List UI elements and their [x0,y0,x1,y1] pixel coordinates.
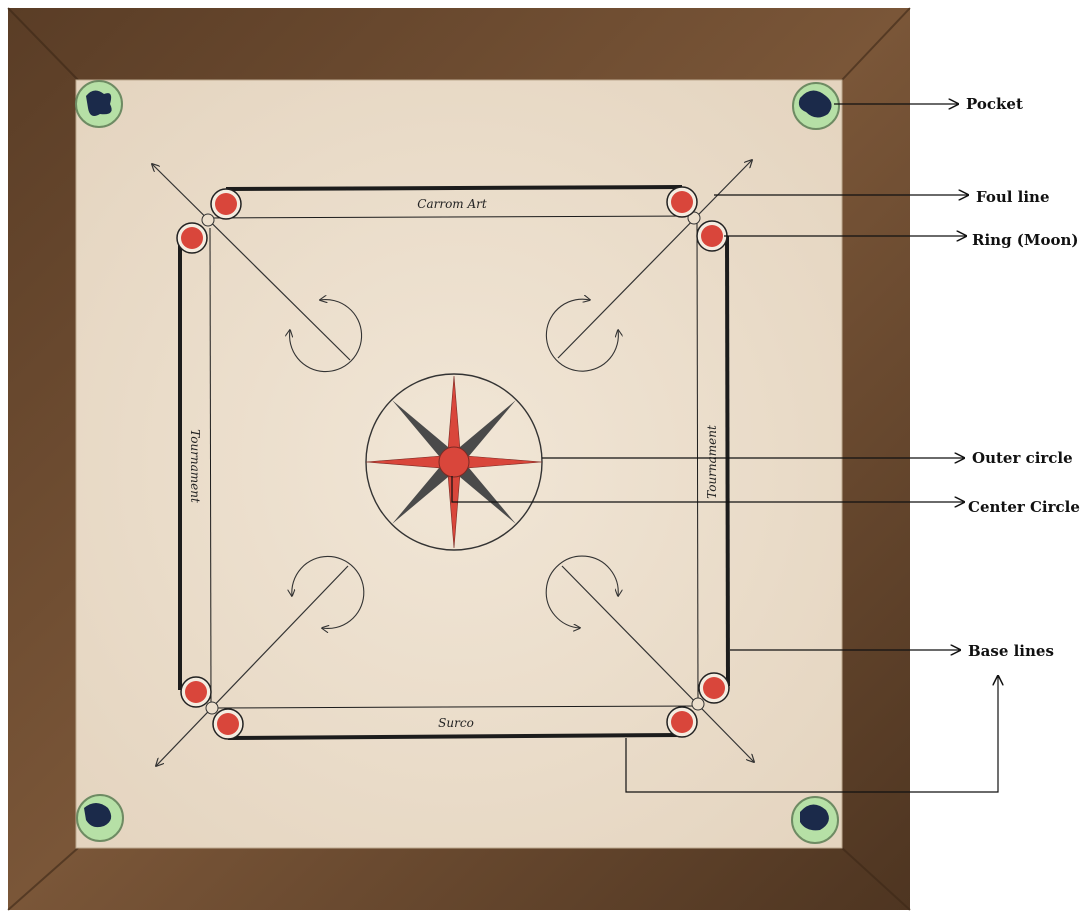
board-text-top: Carrom Art [417,197,487,211]
label-base-lines: Base lines [968,642,1054,660]
label-pocket: Pocket [966,95,1023,113]
board-text-left: Tournament [188,429,202,503]
ring-bottom-right-b [667,707,697,737]
label-outer-circle: Outer circle [972,449,1073,467]
center-circle [439,447,469,477]
ring-top-left-b [177,223,207,253]
label-center-circle: Center Circle [968,498,1080,516]
ring-top-right-a [667,187,697,217]
board-text-bottom: Surco [438,716,474,730]
ring-bottom-left-b [213,709,243,739]
label-foul-line: Foul line [976,188,1050,206]
pocket-bottom-right [792,797,838,843]
pocket-bottom-left [77,795,123,841]
ring-top-left-a [211,189,241,219]
board-text-right: Tournament [705,425,719,499]
pocket-top-right [793,83,839,129]
center-design [366,374,542,550]
ring-bottom-left-a [181,677,211,707]
ring-top-right-b [697,221,727,251]
ring-bottom-right-a [699,673,729,703]
pocket-top-left [76,81,122,127]
label-ring: Ring (Moon) [972,231,1079,249]
